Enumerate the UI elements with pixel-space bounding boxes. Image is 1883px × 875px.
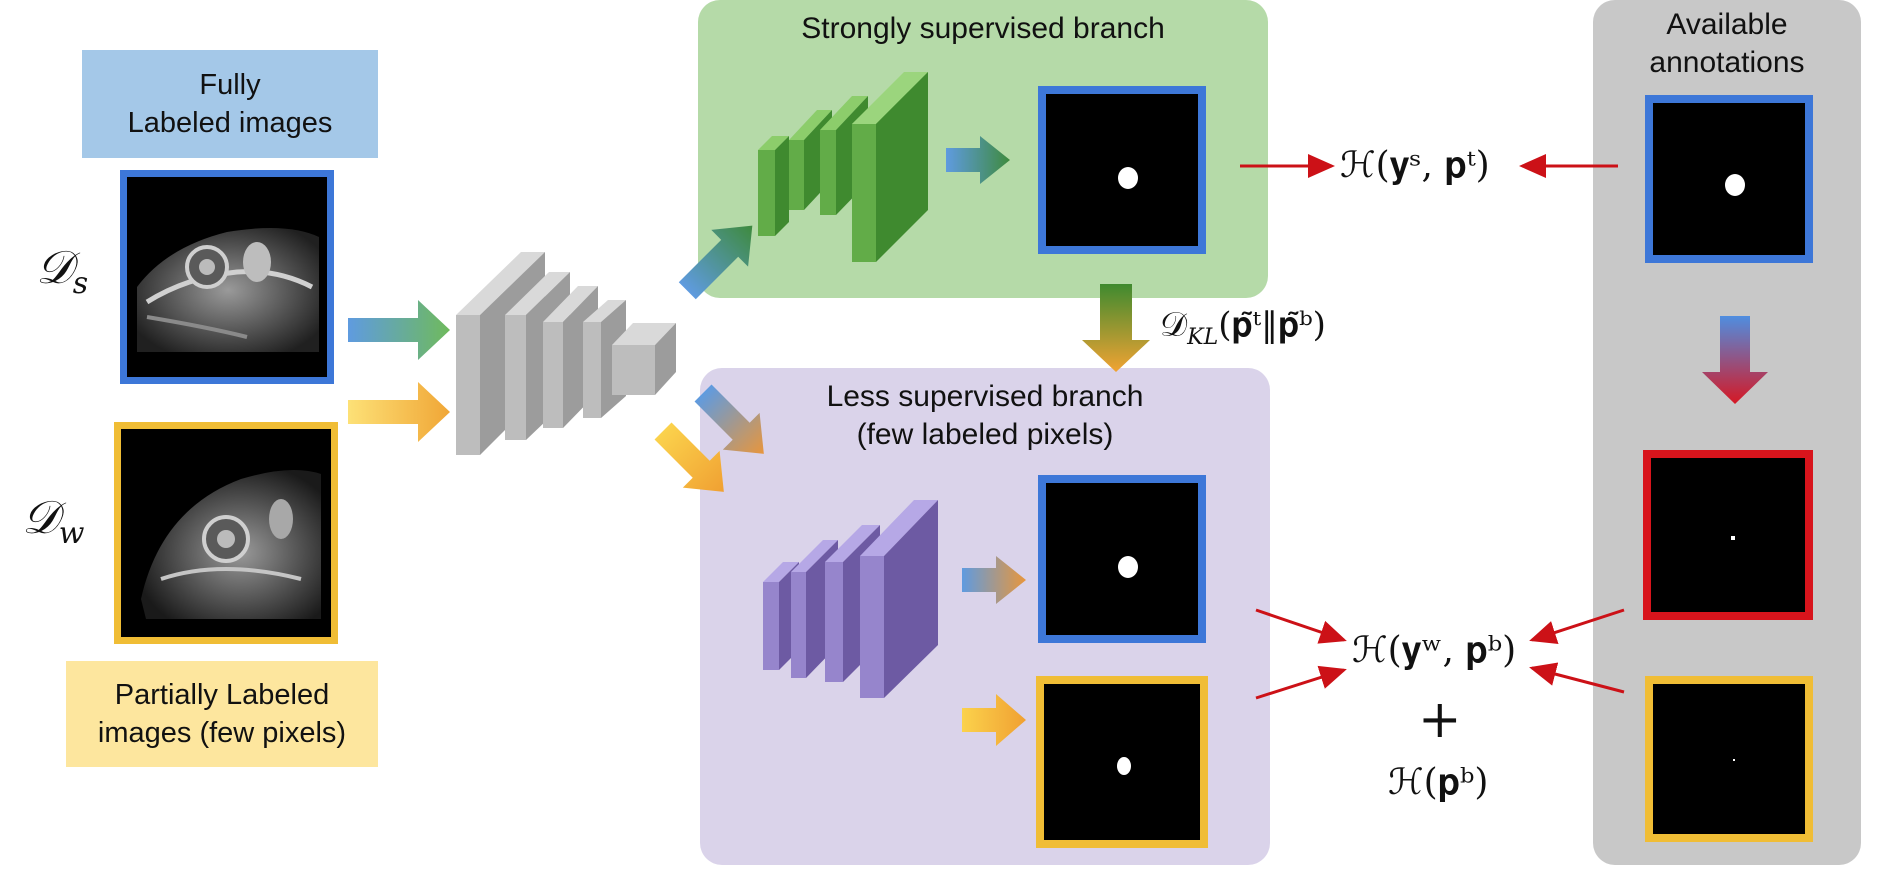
kl-subscript: KL [1187, 324, 1219, 350]
arrow-green-output-icon [946, 136, 1010, 184]
arrow-weak-input-icon [348, 382, 450, 442]
fully-labeled-label: Fully Labeled images [82, 50, 378, 158]
arrow-strong-input-icon [348, 300, 450, 360]
arrow-purple-output-blue-icon [962, 556, 1026, 604]
dw-script-d: 𝒟 [22, 490, 59, 544]
annotations-title-line1: Available [1666, 8, 1788, 41]
annotations-title-line2: annotations [1649, 46, 1805, 79]
weak-prediction-mask-blue [1038, 475, 1206, 643]
kl-script-d: 𝒟 [1160, 305, 1188, 345]
kl-divergence-term: 𝒟KL(𝐩̃ᵗ‖𝐩̃ᵇ) [1160, 305, 1326, 350]
plus-sign: + [1418, 690, 1462, 750]
fully-labeled-line2: Labeled images [127, 107, 333, 139]
purple-decoder-icon [763, 500, 938, 698]
annotation-red-dots [1731, 536, 1735, 540]
arrow-to-strong-branch-icon [678, 225, 753, 300]
annotation-yellow-dot [1733, 759, 1735, 761]
mri-image-strong [120, 170, 334, 384]
arrow-purple-output-yellow-icon [962, 694, 1026, 746]
weak-branch-title-line1: Less supervised branch [826, 380, 1144, 413]
weak-prediction-blob-blue [1118, 556, 1138, 578]
green-decoder-icon [758, 72, 928, 262]
red-arrow-weak-annot-yellow [1529, 662, 1625, 694]
strong-branch-title: Strongly supervised branch [801, 12, 1165, 45]
weak-branch-title-line2: (few labeled pixels) [856, 418, 1114, 451]
red-arrow-icon [1240, 154, 1625, 700]
dw-subscript: w [58, 516, 85, 552]
h-strong-loss: ℋ(𝐲ˢ, 𝐩ᵗ) [1340, 145, 1490, 186]
red-arrow-weak-pred-yellow [1255, 665, 1347, 700]
mri-image-weak [114, 422, 338, 644]
h-entropy-loss: ℋ(𝐩ᵇ) [1388, 762, 1489, 803]
red-arrow-weak-pred-blue [1255, 608, 1347, 644]
annotation-yellow-mask [1645, 676, 1813, 842]
mri-strong-render [127, 177, 327, 377]
kl-arguments: (𝐩̃ᵗ‖𝐩̃ᵇ) [1218, 305, 1326, 345]
strong-prediction-mask [1038, 86, 1206, 254]
fully-labeled-line1: Fully [199, 69, 261, 101]
weak-branch-title: Less supervised branch (few labeled pixe… [700, 378, 1270, 454]
weak-prediction-blob-yellow [1117, 757, 1131, 775]
annotation-full-blob [1725, 174, 1745, 196]
ds-symbol: 𝒟s [36, 240, 88, 301]
annotation-red-mask [1643, 450, 1813, 620]
ds-subscript: s [72, 266, 89, 302]
annotations-title: Available annotations [1593, 6, 1861, 82]
ds-script-d: 𝒟 [36, 240, 73, 294]
cnn-encoder-icon [456, 252, 676, 455]
dw-symbol: 𝒟w [22, 490, 84, 551]
partially-labeled-label: Partially Labeled images (few pixels) [66, 661, 378, 767]
arrow-kl-icon [1082, 284, 1150, 372]
mri-weak-render [121, 429, 331, 637]
partially-labeled-line2: images (few pixels) [97, 717, 347, 749]
weak-prediction-mask-yellow [1036, 676, 1208, 848]
partially-labeled-line1: Partially Labeled [114, 679, 330, 711]
annotation-full-mask [1645, 95, 1813, 263]
arrow-annotation-down-icon [1702, 316, 1768, 404]
arrow-to-weak-branch-yellow-icon [654, 422, 724, 492]
arrow-to-weak-branch-blue-icon [694, 384, 764, 454]
strong-prediction-blob [1118, 167, 1138, 189]
h-weak-loss: ℋ(𝐲ʷ, 𝐩ᵇ) [1352, 630, 1517, 671]
red-arrow-weak-annot-red [1529, 608, 1625, 644]
